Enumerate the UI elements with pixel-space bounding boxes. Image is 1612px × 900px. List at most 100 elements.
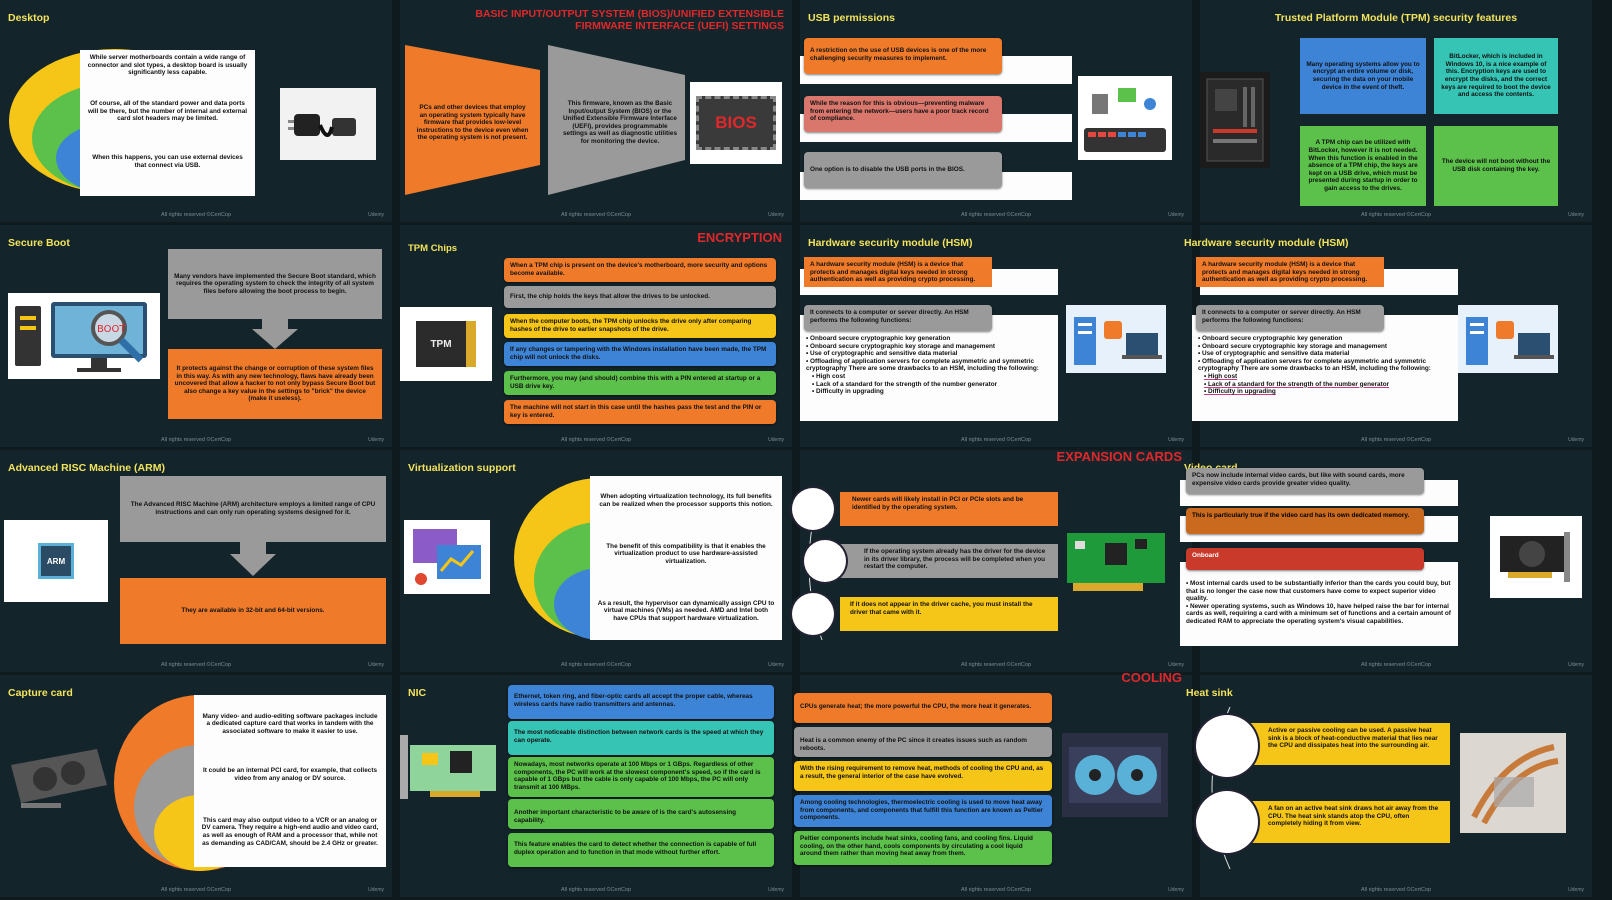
hsm-image <box>1458 305 1558 373</box>
text-block-3: One option is to disable the USB ports i… <box>804 152 1002 188</box>
text-block-2: The benefit of this compatibility is tha… <box>590 526 782 582</box>
funnel-graphic <box>405 45 685 195</box>
slide-title: Virtualization support <box>408 462 516 474</box>
slide-capture-card[interactable]: Capture card Many video- and audio-editi… <box>0 675 392 897</box>
text-block-1: Active or passive cooling can be used. A… <box>1240 723 1450 765</box>
concentric-arcs-graphic <box>114 695 286 871</box>
onboard-list: Most internal cards used to be substanti… <box>1180 562 1458 646</box>
secure-boot-image: BOOT <box>8 293 160 379</box>
arm-chip-icon: ARM <box>38 543 74 579</box>
text-block-1: PCs now include internal video cards, bu… <box>1186 468 1424 494</box>
text-block-1: The Advanced RISC Machine (ARM) architec… <box>120 476 386 542</box>
graphics-card-icon <box>1500 532 1570 582</box>
slide-title: USB permissions <box>808 12 895 24</box>
capture-card-image <box>6 743 112 817</box>
virtualization-image <box>404 520 490 594</box>
functions-list: Onboard secure cryptographic key generat… <box>800 315 1058 421</box>
slide-desktop[interactable]: Desktop While server motherboards contai… <box>0 0 392 222</box>
slide-hsm-2[interactable]: Hardware security module (HSM) A hardwar… <box>1184 225 1592 447</box>
text-block-1: While server motherboards contain a wide… <box>80 50 255 96</box>
text-block-2: This is particularly true if the video c… <box>1186 508 1424 534</box>
slide-title: EXPANSION CARDS <box>1056 449 1182 464</box>
server-laptop-icon <box>1074 317 1162 365</box>
item-4: Among cooling technologies, thermoelectr… <box>794 795 1052 827</box>
concentric-arcs-graphic <box>514 478 686 640</box>
bios-chip-image: BIOS <box>690 82 782 164</box>
item-1: When a TPM chip is present on the device… <box>504 258 776 282</box>
network-card-icon <box>400 735 496 799</box>
capture-card-icon <box>11 749 107 808</box>
item-3: When the computer boots, the TPM chip un… <box>504 314 776 338</box>
svg-text:BOOT: BOOT <box>97 324 126 335</box>
slide-bios-uefi[interactable]: BASIC INPUT/OUTPUT SYSTEM (BIOS)/UNIFIED… <box>400 0 792 222</box>
text-block-4: The device will not boot without the USB… <box>1434 126 1558 206</box>
slide-hsm-1[interactable]: Hardware security module (HSM) A hardwar… <box>800 225 1192 447</box>
slide-usb-permissions[interactable]: USB permissions A restriction on the use… <box>800 0 1192 222</box>
power-plug-icon <box>288 114 356 137</box>
slide-cooling[interactable]: COOLING CPUs generate heat; the more pow… <box>794 671 1192 897</box>
tpm-chip-image: TPM <box>400 307 492 381</box>
item-4: Another important characteristic to be a… <box>508 799 774 829</box>
item-1: CPUs generate heat; the more powerful th… <box>794 693 1052 723</box>
slide-expansion-cards[interactable]: EXPANSION CARDS Newer cards will likely … <box>792 449 1192 672</box>
server-laptop-icon <box>1466 317 1554 365</box>
bullet-circle <box>1196 791 1258 853</box>
item-6: The machine will not start in this case … <box>504 400 776 424</box>
tpm-chip-icon: TPM <box>416 321 476 367</box>
item-3: Nowadays, most networks operate at 100 M… <box>508 757 774 797</box>
computer-magnifier-icon: BOOT <box>15 302 147 372</box>
motherboard-image <box>1200 72 1270 168</box>
text-block-3: As a result, the hypervisor can dynamica… <box>590 582 782 640</box>
text-block-1: Many video- and audio-editing software p… <box>194 695 386 753</box>
slide-video-card[interactable]: Video card PCs now include internal vide… <box>1180 450 1592 672</box>
section-heading: ENCRYPTION <box>697 230 782 245</box>
text-block-1: Many operating systems allow you to encr… <box>1300 38 1426 114</box>
item-3: With the rising requirement to remove he… <box>794 761 1052 791</box>
keyboard-icon <box>1084 88 1166 152</box>
expansion-card-image <box>1064 530 1168 594</box>
text-block-3: When this happens, you can use external … <box>80 142 255 196</box>
arrow-down-icon <box>252 319 298 349</box>
arrow-down-icon <box>230 542 276 576</box>
heat-sink-image <box>1460 733 1566 833</box>
text-block-3: This card may also output video to a VCR… <box>194 797 386 867</box>
slide-title: Hardware security module (HSM) <box>808 237 973 249</box>
slide-secure-boot[interactable]: Secure Boot BOOT Many vendors have imple… <box>0 225 392 447</box>
text-block-1: When adopting virtualization technology,… <box>590 476 782 526</box>
text-block-3: A TPM chip can be utilized with BitLocke… <box>1300 126 1426 206</box>
fan-icon <box>1069 747 1161 803</box>
item-5: Peltier components include heat sinks, c… <box>794 831 1052 865</box>
slide-title: Capture card <box>8 687 73 699</box>
text-block-1: Many vendors have implemented the Secure… <box>168 249 382 319</box>
text-block-2: They are available in 32-bit and 64-bit … <box>120 578 386 644</box>
power-cable-image <box>280 88 376 160</box>
text-block-1: A hardware security module (HSM) is a de… <box>804 257 992 287</box>
item-1: Ethernet, token ring, and fiber-optic ca… <box>508 685 774 719</box>
text-block-2: While the reason for this is obvious—pre… <box>804 96 1002 132</box>
slide-nic[interactable]: NIC Ethernet, token ring, and fiber-opti… <box>400 675 792 897</box>
slide-virtualization[interactable]: Virtualization support When adopting vir… <box>400 450 792 672</box>
slide-tpm-chips[interactable]: TPM Chips ENCRYPTION TPM When a TPM chip… <box>400 225 792 447</box>
item-2: First, the chip holds the keys that allo… <box>504 286 776 308</box>
text-block-2: It could be an internal PCI card, for ex… <box>194 753 386 797</box>
slide-heat-sink[interactable]: Heat sink Active or passive cooling can … <box>1186 675 1592 897</box>
text-block-1: A hardware security module (HSM) is a de… <box>1196 257 1384 287</box>
text-block-3: If it does not appear in the driver cach… <box>840 597 1058 631</box>
video-card-image <box>1490 516 1582 598</box>
item-5: Furthermore, you may (and should) combin… <box>504 371 776 395</box>
text-block-2: It connects to a computer or server dire… <box>1196 305 1384 331</box>
slide-title: COOLING <box>1121 670 1182 685</box>
arm-chip-image: ARM <box>4 520 108 602</box>
slide-tpm-security[interactable]: Trusted Platform Module (TPM) security f… <box>1200 0 1592 222</box>
orange-text: PCs and other devices that employ an ope… <box>416 104 529 142</box>
text-block-2: It connects to a computer or server dire… <box>804 305 992 331</box>
item-5: This feature enables the card to detect … <box>508 833 774 867</box>
slide-arm[interactable]: Advanced RISC Machine (ARM) ARM The Adva… <box>0 450 392 672</box>
virtualization-illustration-icon <box>413 529 481 585</box>
slide-title: Trusted Platform Module (TPM) security f… <box>1274 12 1518 24</box>
bullet-circle <box>792 593 834 635</box>
text-block-1: Newer cards will likely install in PCI o… <box>840 492 1058 526</box>
item-4: If any changes or tampering with the Win… <box>504 342 776 366</box>
pci-card-icon <box>1067 533 1165 591</box>
usb-devices-image <box>1078 76 1172 160</box>
